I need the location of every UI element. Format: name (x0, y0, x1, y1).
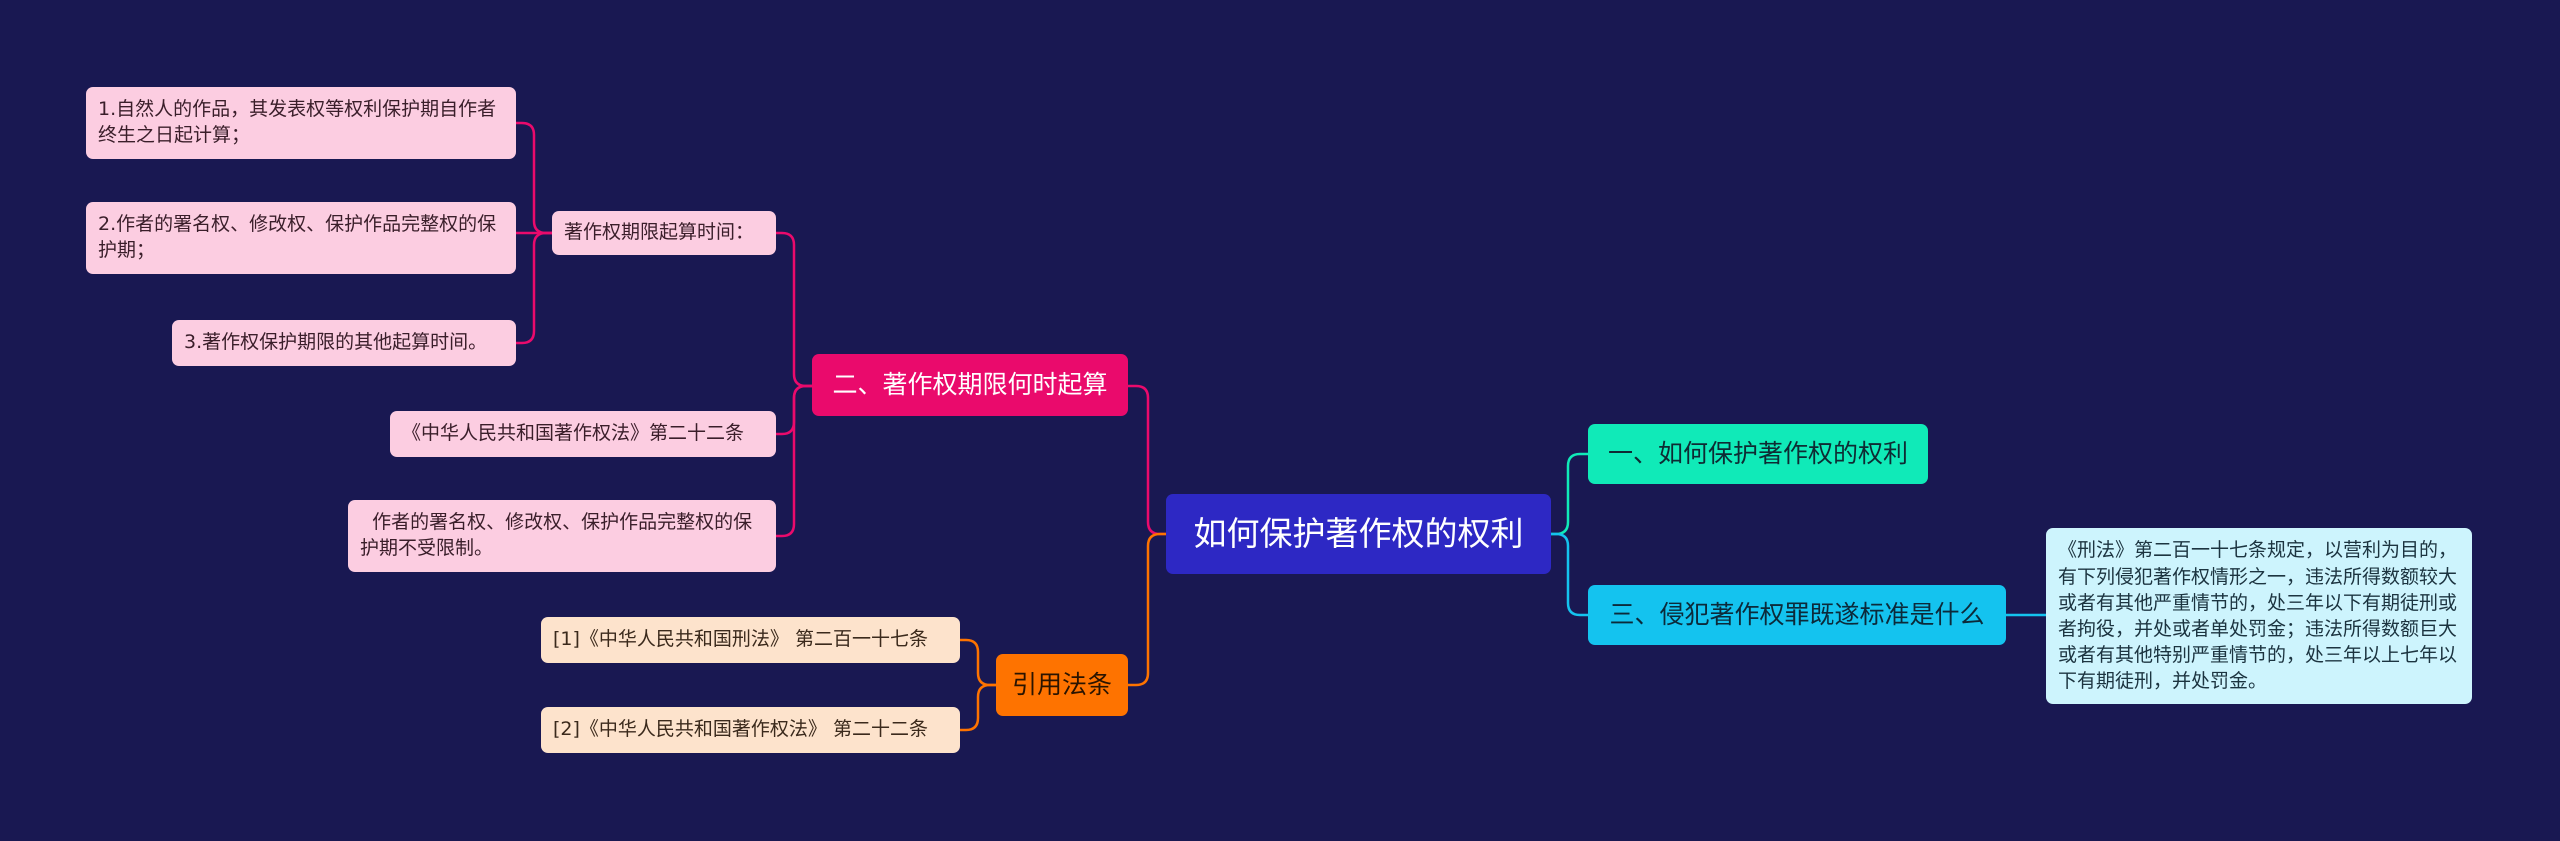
link-sub-item1 (514, 121, 554, 235)
term-start-time-node[interactable]: 著作权期限起算时间： (552, 211, 776, 255)
cited-law-2[interactable]: [2]《中华人民共和国著作权法》 第二十二条 (541, 707, 960, 753)
link-root-term (1126, 384, 1168, 536)
term-item-3[interactable]: 3.著作权保护期限的其他起算时间。 (172, 320, 516, 366)
branch-how-to-protect[interactable]: 一、如何保护著作权的权利 (1588, 424, 1928, 484)
link-root-protect (1549, 452, 1590, 536)
branch-cited-laws[interactable]: 引用法条 (996, 654, 1128, 716)
term-item-2[interactable]: 2.作者的署名权、修改权、保护作品完整权的保护期； (86, 202, 516, 274)
branch-infringement-crime[interactable]: 三、侵犯著作权罪既遂标准是什么 (1588, 585, 2006, 645)
link-term-note (774, 384, 814, 538)
link-root-refs (1126, 532, 1168, 687)
root-topic[interactable]: 如何保护著作权的权利 (1166, 494, 1551, 574)
term-law-reference[interactable]: 《中华人民共和国著作权法》第二十二条 (390, 411, 776, 457)
link-root-crime (1549, 532, 1590, 617)
link-sub-item3 (514, 231, 554, 345)
link-refs-item2 (958, 683, 998, 732)
term-item-1[interactable]: 1.自然人的作品，其发表权等权利保护期自作者终生之日起计算； (86, 87, 516, 159)
crime-detail[interactable]: 《刑法》第二百一十七条规定，以营利为目的，有下列侵犯著作权情形之一，违法所得数额… (2046, 528, 2472, 704)
link-refs-item1 (958, 638, 998, 687)
link-term-sub (774, 231, 814, 388)
term-note[interactable]: 作者的署名权、修改权、保护作品完整权的保护期不受限制。 (348, 500, 776, 572)
branch-copyright-term[interactable]: 二、著作权期限何时起算 (812, 354, 1128, 416)
cited-law-1[interactable]: [1]《中华人民共和国刑法》 第二百一十七条 (541, 617, 960, 663)
